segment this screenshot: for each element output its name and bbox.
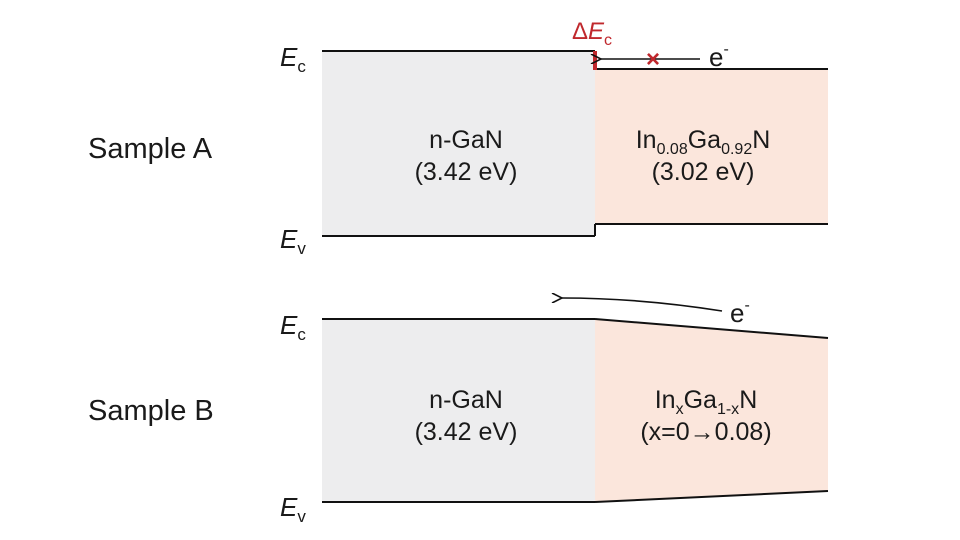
electron-arrow	[562, 298, 723, 312]
ec-label: Ec	[280, 42, 306, 76]
ingan-gap: (3.02 eV)	[652, 158, 755, 186]
ec-label: Ec	[280, 310, 306, 344]
gan-name: n-GaN	[429, 126, 503, 154]
sample-b: e- Sample B Ec Ev n-GaN (3.42 eV) InxGa1…	[88, 297, 829, 526]
gan-gap: (3.42 eV)	[415, 418, 518, 446]
sample-a: × ΔEc e- Sample A Ec Ev n-GaN (3.42 eV) …	[88, 18, 828, 258]
gan-region	[322, 51, 595, 236]
ev-label: Ev	[280, 224, 306, 258]
ingan-gap: (x=0→0.08)	[640, 418, 771, 446]
ec-ingan-line	[594, 318, 829, 339]
blocked-x-icon: ×	[646, 46, 660, 73]
ev-ingan-line	[594, 490, 829, 503]
ingan-name: InxGa1-xN	[655, 386, 758, 418]
gan-region	[322, 319, 595, 502]
ev-label: Ev	[280, 492, 306, 526]
gan-gap: (3.42 eV)	[415, 158, 518, 186]
gan-name: n-GaN	[429, 386, 503, 414]
ingan-region	[595, 319, 828, 502]
electron-label: e-	[709, 41, 729, 72]
delta-ec-label: ΔEc	[572, 18, 612, 49]
electron-label: e-	[730, 297, 750, 328]
ingan-region	[595, 69, 828, 224]
sample-b-label: Sample B	[88, 395, 214, 427]
sample-a-label: Sample A	[88, 133, 213, 165]
ingan-name: In0.08Ga0.92N	[636, 126, 771, 158]
